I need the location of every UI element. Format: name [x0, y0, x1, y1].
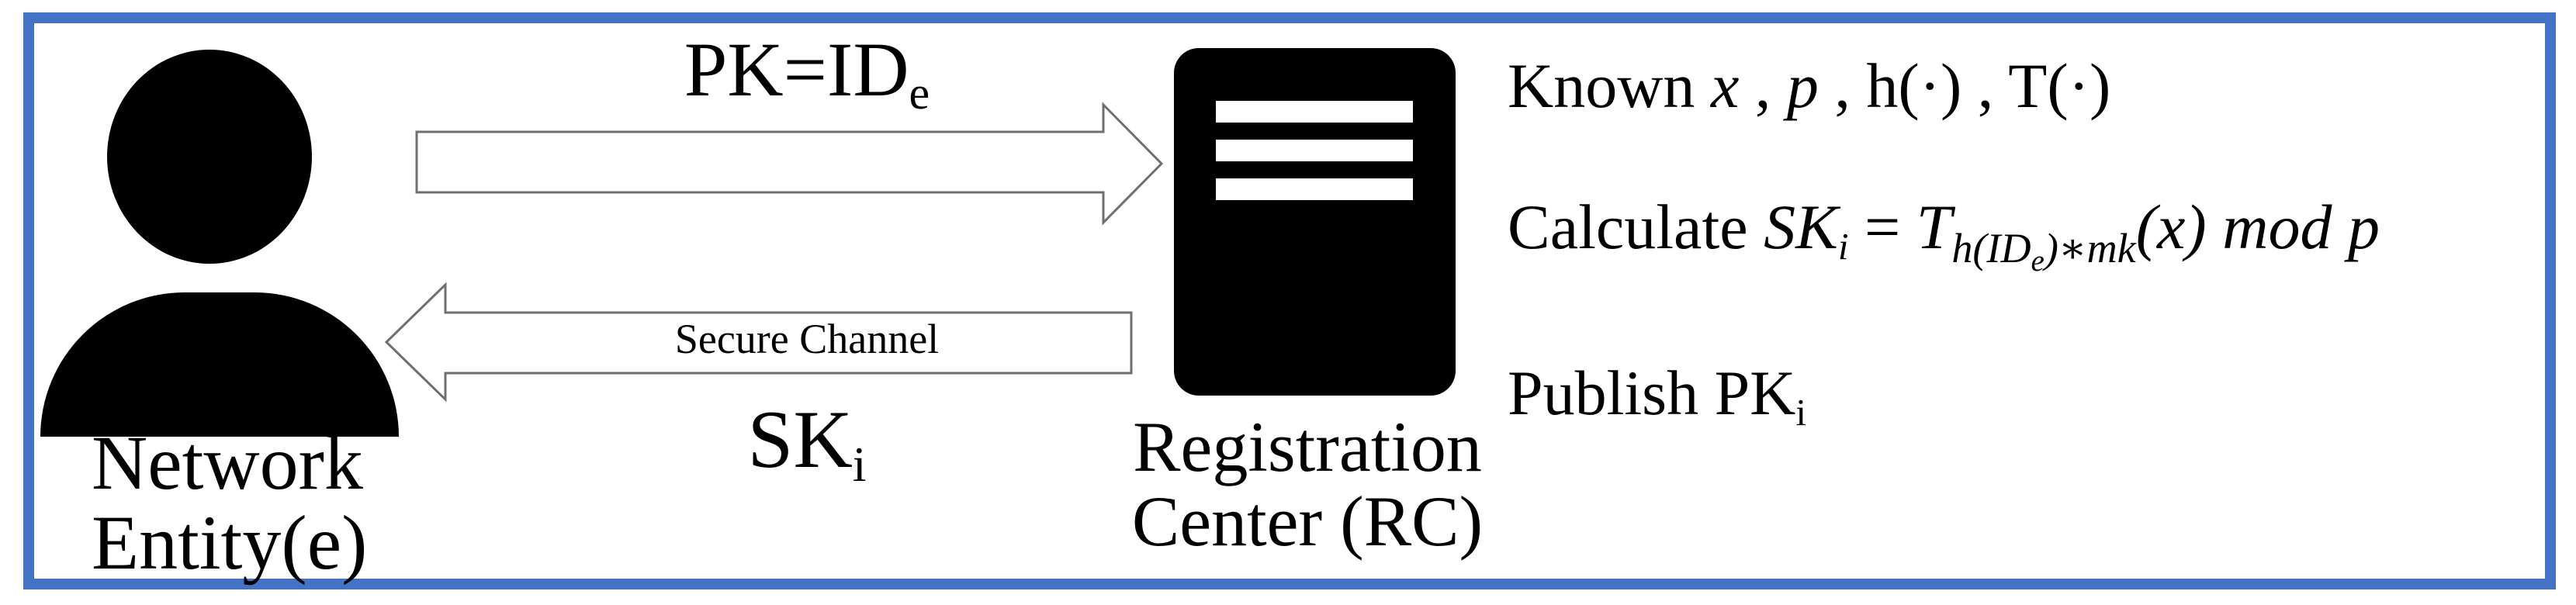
known-rest: , h(·) , T(·)	[1818, 50, 2111, 121]
known-parameters-line: Known x , p , h(·) , T(·)	[1508, 51, 2110, 121]
server-slot-3	[1216, 178, 1413, 200]
diagram-frame	[23, 12, 2556, 589]
sk-main: SK	[747, 394, 853, 485]
calculate-t-subscript-tail: )∗mk	[2044, 225, 2136, 272]
server-slot-1	[1216, 101, 1413, 123]
server-icon	[1174, 48, 1456, 396]
registration-center-label: Registration Center (RC)	[1121, 410, 1494, 558]
publish-pk-line: Publish PKi	[1508, 358, 1806, 448]
known-sep1: ,	[1739, 50, 1787, 121]
pk-transfer-arrow-right-icon	[415, 102, 1164, 226]
calculate-prefix: Calculate	[1508, 192, 1764, 262]
registration-center-label-line1: Registration	[1133, 407, 1482, 486]
known-prefix: Known	[1508, 50, 1711, 121]
calculate-tail: (x) mod p	[2135, 192, 2380, 262]
pk-id-label: PK=IDe	[652, 29, 962, 133]
secure-channel-label: Secure Channel	[674, 316, 940, 362]
network-entity-label: Network Entity(e)	[92, 423, 417, 583]
calculate-t-subscript-head: h(ID	[1951, 225, 2031, 272]
publish-main: Publish PK	[1508, 358, 1796, 428]
known-p: p	[1786, 50, 1819, 121]
calculate-t: T	[1916, 192, 1952, 262]
person-head	[107, 50, 312, 264]
calculate-equals: =	[1848, 192, 1916, 262]
sk-label: SKi	[691, 397, 923, 507]
pk-id-subscript: e	[909, 67, 930, 119]
network-entity-label-line1: Network	[92, 420, 363, 506]
calculate-sk-line: Calculate SKi = Th(IDe)∗mk(x) mod p	[1508, 192, 2380, 296]
publish-subscript: i	[1795, 390, 1807, 434]
calculate-sk-subscript: i	[1837, 224, 1849, 268]
known-x: x	[1710, 50, 1740, 121]
pk-id-main: PK=ID	[684, 26, 909, 112]
calculate-t-subscript-e: e	[2031, 244, 2045, 278]
calculate-t-subscript: h(IDe)∗mk	[1951, 225, 2136, 278]
sk-subscript: i	[852, 436, 867, 492]
server-slot-2	[1216, 140, 1413, 161]
registration-center-label-line2: Center (RC)	[1131, 482, 1484, 561]
calculate-sk: SK	[1764, 192, 1838, 262]
sk-transfer-arrow-left-icon	[384, 282, 1133, 403]
network-entity-label-line2: Entity(e)	[92, 500, 368, 586]
